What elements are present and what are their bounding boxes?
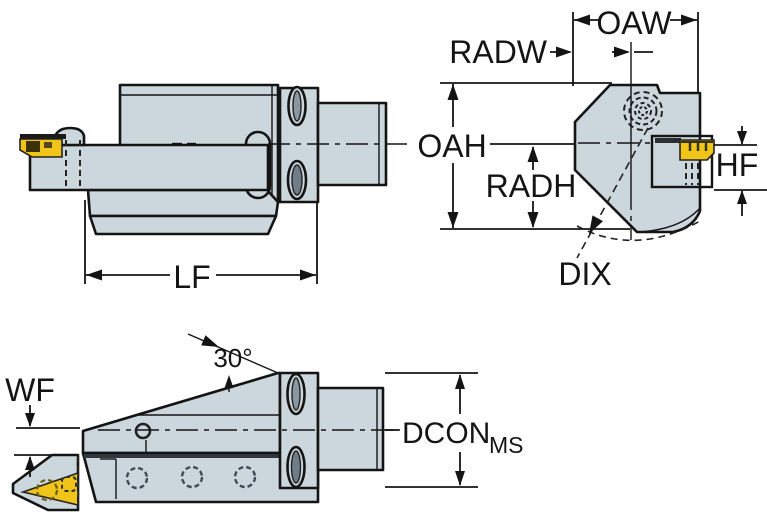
dim-dix: DIX	[558, 127, 701, 292]
dim-angle: 30°	[187, 333, 279, 392]
dim-wf: WF	[5, 372, 80, 477]
side-view-insert-detail2	[44, 142, 52, 148]
dim-oah: OAH	[417, 82, 630, 230]
top-view-shaft	[316, 386, 385, 472]
top-view-front-face	[81, 451, 320, 504]
top-view-head-screw	[61, 476, 77, 492]
label-dcon: DCON	[402, 417, 490, 450]
label-lf: LF	[173, 259, 210, 295]
front-view: OAW RADW OAH RADH	[417, 5, 767, 292]
label-wf: WF	[5, 372, 55, 408]
dim-hf: HF	[714, 126, 767, 216]
front-view-clamp-strip	[655, 138, 681, 143]
side-view-bar	[28, 143, 270, 192]
label-dcon-subscript: MS	[489, 432, 524, 458]
top-view-pin	[134, 422, 152, 440]
label-radh: RADH	[486, 168, 577, 204]
top-view: WF 30° DCON MS	[5, 333, 524, 512]
label-angle: 30°	[213, 343, 252, 373]
side-view-base-skirt	[88, 214, 278, 236]
side-view-insert-detail	[26, 141, 40, 152]
dim-oaw: OAW	[572, 5, 699, 92]
dim-lf: LF	[84, 200, 318, 295]
dim-radw: RADW	[449, 34, 653, 70]
label-dix: DIX	[558, 256, 611, 292]
front-view-screw	[623, 91, 663, 131]
top-view-hole-2	[180, 465, 204, 489]
label-radw: RADW	[449, 34, 548, 70]
dim-dcon: DCON MS	[385, 372, 524, 488]
label-hf: HF	[716, 147, 759, 183]
side-view: LF	[19, 83, 412, 295]
label-oah: OAH	[417, 128, 486, 164]
side-view-clamp-edge	[20, 134, 66, 139]
top-view-hole-3	[233, 465, 257, 489]
dim-radh: RADH	[486, 146, 577, 228]
front-view-pocket	[650, 134, 714, 189]
top-view-bar	[81, 371, 282, 455]
label-oaw: OAW	[596, 5, 672, 41]
top-view-hole-1	[125, 466, 149, 490]
top-view-insert-hole	[35, 478, 59, 502]
